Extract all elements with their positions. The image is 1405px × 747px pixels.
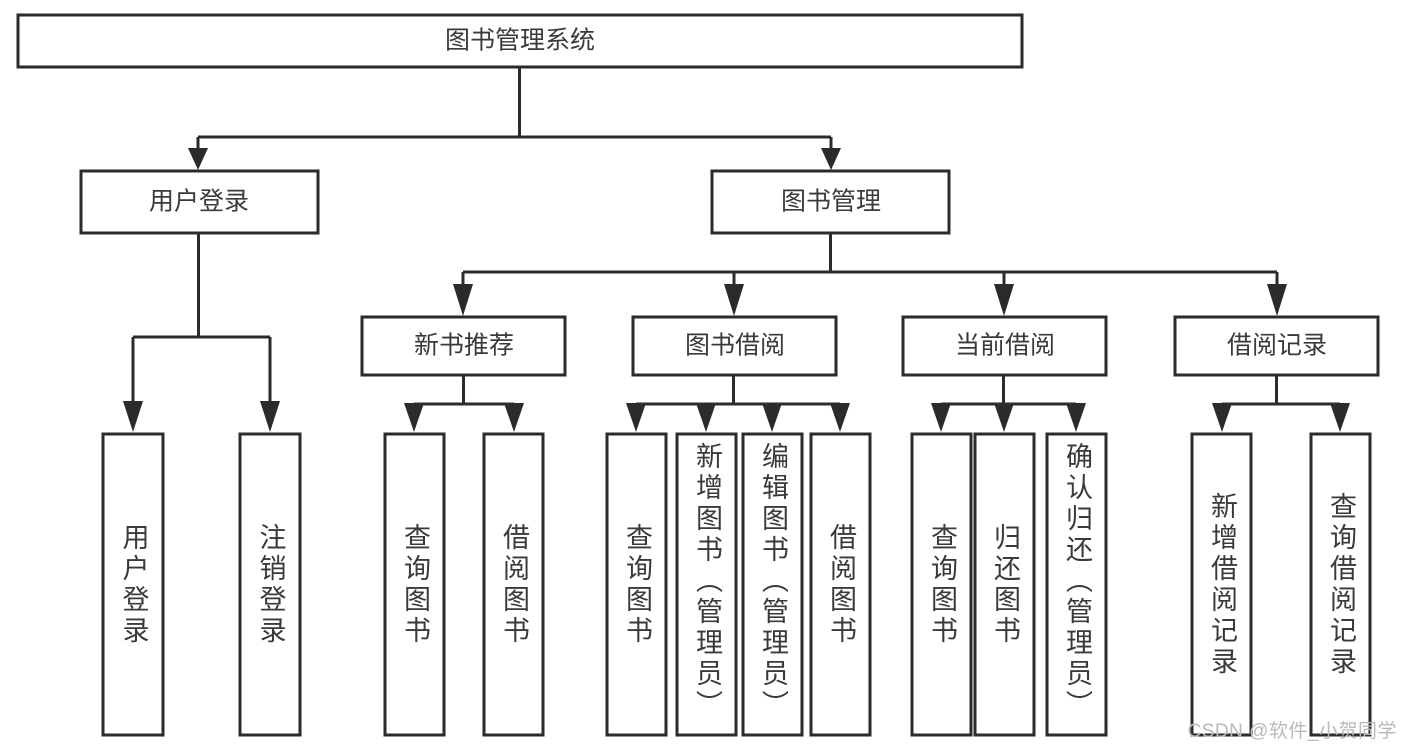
- arrowhead-to-leaf4: [504, 403, 524, 432]
- node-box-records[interactable]: [1173, 315, 1380, 377]
- node-box-newbook[interactable]: [360, 315, 567, 377]
- node-label-borrow: 图书借阅: [685, 332, 785, 360]
- node-box-leaf4[interactable]: [482, 432, 545, 737]
- csdn-watermark: CSDN @软件_小贺同学: [1187, 721, 1397, 742]
- arrowhead-to-leaf2: [260, 401, 280, 432]
- node-box-leaf2[interactable]: [238, 432, 302, 737]
- arrowhead-to-newbook: [453, 284, 473, 316]
- arrowhead-to-leaf3: [404, 403, 424, 432]
- node-box-root[interactable]: [16, 13, 1024, 69]
- node-box-current[interactable]: [901, 315, 1108, 377]
- nodes-group: 图书管理系统 用户登录 图书管理 新书推荐 图书借阅 当前借阅 借阅记录: [16, 13, 1380, 737]
- node-box-leaf6[interactable]: [675, 432, 738, 737]
- arrowhead-to-leaf7: [762, 403, 782, 432]
- arrowhead-to-leaf12: [1212, 403, 1232, 432]
- node-label-newbook: 新书推荐: [414, 332, 514, 360]
- node-box-leaf13[interactable]: [1309, 432, 1372, 737]
- node-box-leaf10[interactable]: [973, 432, 1036, 737]
- arrowhead-to-leaf8: [830, 403, 850, 432]
- node-label-bookmgmt: 图书管理: [781, 188, 881, 216]
- node-box-leaf12[interactable]: [1190, 432, 1253, 737]
- arrowhead-to-login: [188, 148, 208, 170]
- arrowhead-to-leaf11: [1066, 403, 1086, 432]
- node-box-leaf7[interactable]: [741, 432, 804, 737]
- arrowhead-to-leaf5: [626, 403, 646, 432]
- arrowhead-to-leaf9: [931, 403, 951, 432]
- connectors-group: [123, 67, 1350, 432]
- node-box-leaf1[interactable]: [101, 432, 165, 737]
- node-box-login[interactable]: [79, 169, 320, 235]
- arrowhead-to-leaf13: [1330, 403, 1350, 432]
- node-box-leaf3[interactable]: [383, 432, 446, 737]
- node-label-root: 图书管理系统: [445, 27, 595, 55]
- node-box-bookmgmt[interactable]: [710, 169, 951, 235]
- arrowhead-to-current: [994, 284, 1014, 316]
- arrowhead-to-leaf1: [123, 401, 143, 432]
- node-label-current: 当前借阅: [955, 332, 1055, 360]
- arrowhead-to-bookmgmt: [821, 148, 841, 170]
- node-box-leaf5[interactable]: [605, 432, 668, 737]
- arrowhead-to-records: [1267, 284, 1287, 316]
- node-box-leaf9[interactable]: [910, 432, 973, 737]
- node-box-leaf8[interactable]: [809, 432, 872, 737]
- arrowhead-to-leaf6: [696, 403, 716, 432]
- node-box-leaf11[interactable]: [1045, 432, 1108, 737]
- node-label-records: 借阅记录: [1227, 332, 1327, 360]
- arrowhead-to-leaf10: [994, 403, 1014, 432]
- node-box-borrow[interactable]: [631, 315, 838, 377]
- arrowhead-to-borrow: [724, 284, 744, 316]
- node-label-login: 用户登录: [149, 188, 249, 216]
